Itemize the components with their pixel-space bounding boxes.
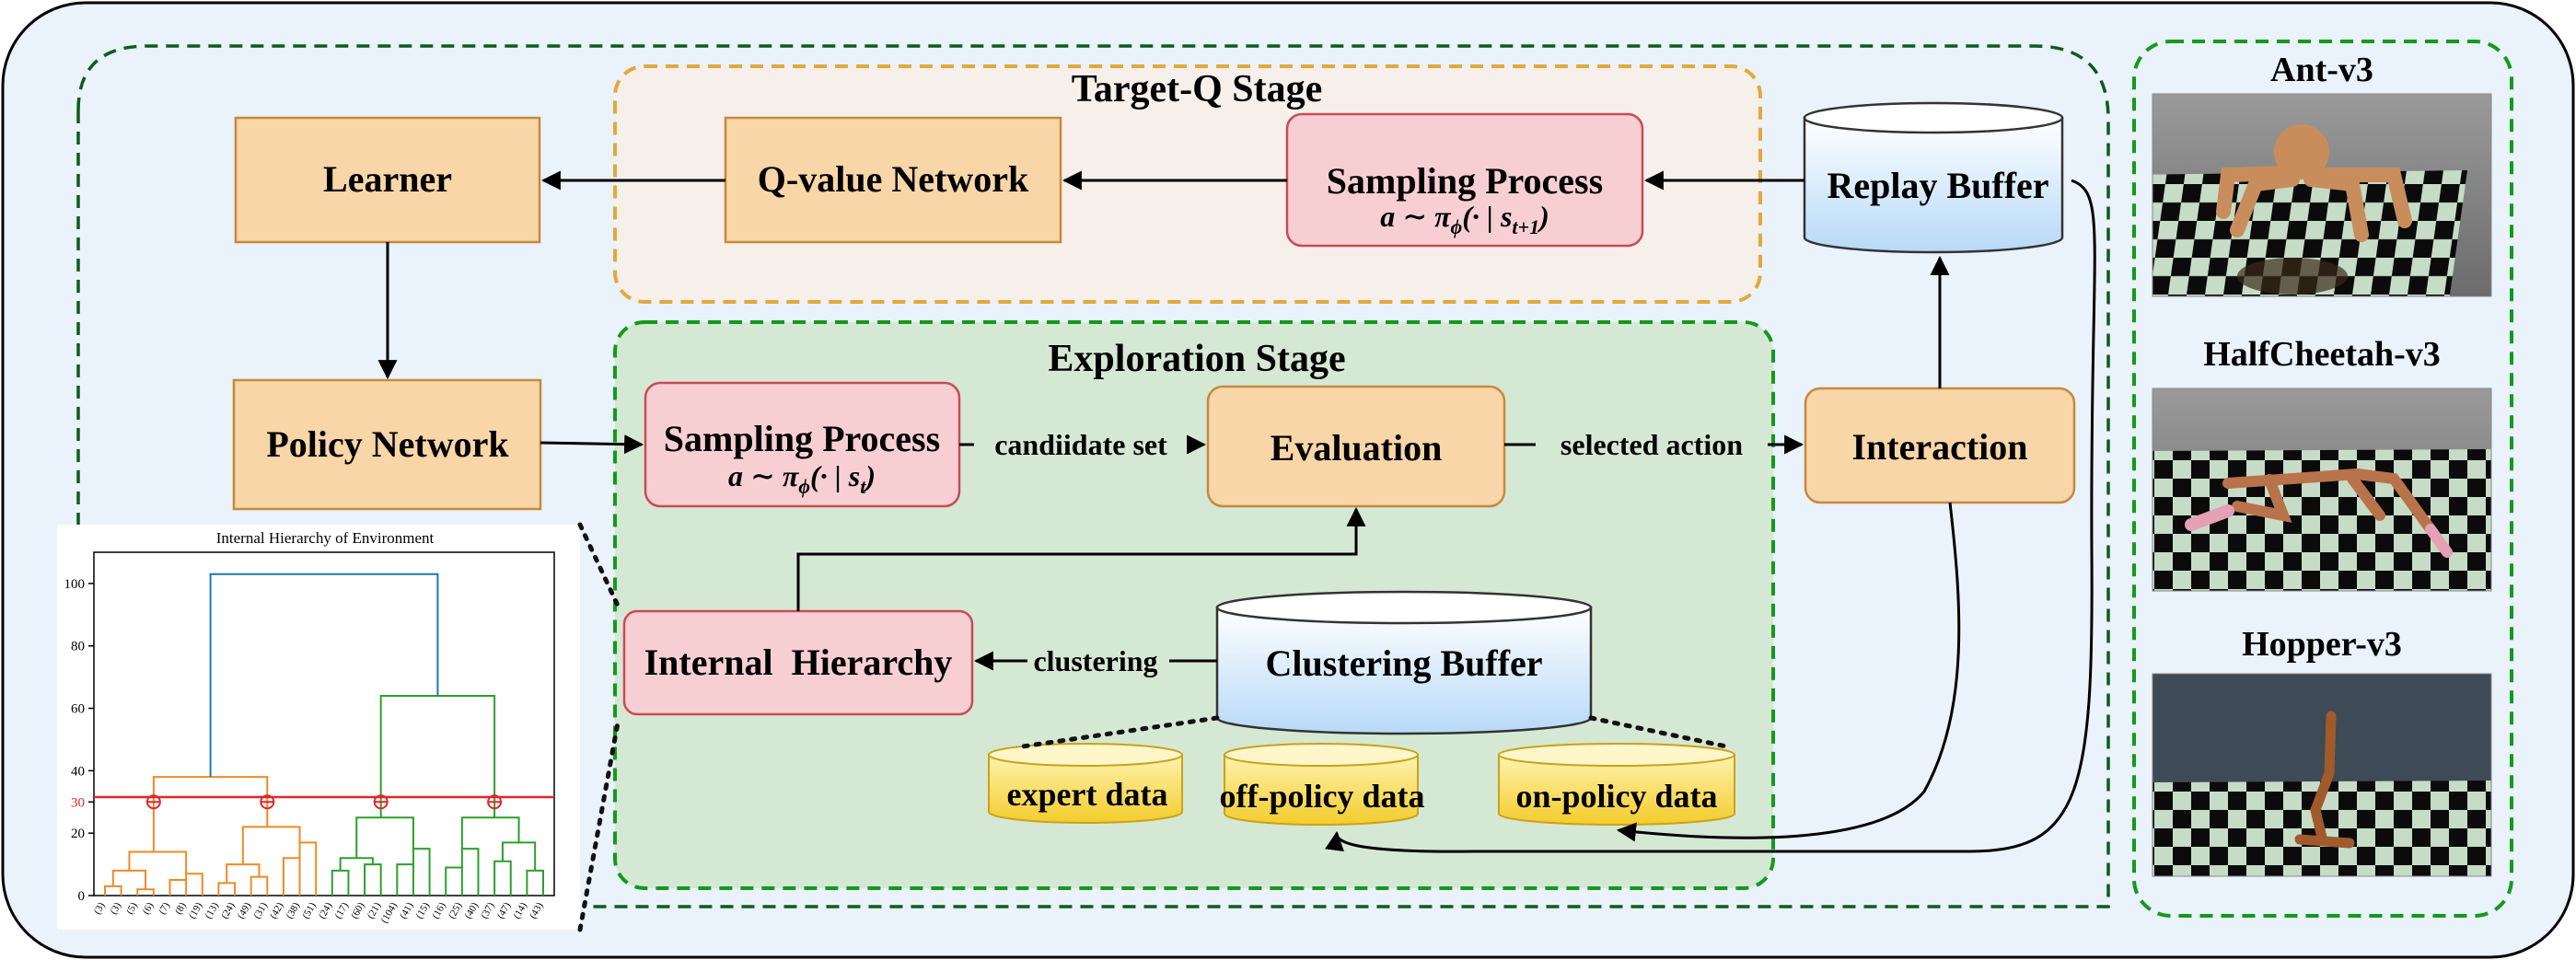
leaf-label: (6) bbox=[141, 900, 157, 916]
env-title-ant: Ant-v3 bbox=[2270, 51, 2373, 89]
leaf-label: (3) bbox=[92, 900, 108, 916]
dotted-link-on-policy bbox=[1588, 715, 1734, 750]
policy-network-box bbox=[232, 378, 542, 511]
off-policy-data-label: off-policy data bbox=[1220, 778, 1425, 815]
hopper-render-frame bbox=[2152, 673, 2492, 877]
dendrogram-link bbox=[412, 848, 431, 896]
y-tick-label: 0 bbox=[78, 889, 86, 904]
dendrogram-link bbox=[460, 816, 520, 850]
dendrogram-y-ticks: 0 20 30 40 60 80 100 bbox=[64, 577, 94, 904]
exploration-stage-title: Exploration Stage bbox=[1048, 338, 1345, 380]
clustering-buffer-cylinder bbox=[1215, 590, 1593, 735]
dendrogram-dotted-pointer-bottom bbox=[577, 715, 621, 932]
evaluation-label: Evaluation bbox=[1271, 427, 1443, 468]
env-title-hopper: Hopper-v3 bbox=[2242, 625, 2402, 664]
sampling-process-target-formula: a ∼ πϕ(· | st+1) bbox=[1380, 200, 1549, 238]
leaf-label: (5) bbox=[124, 900, 140, 916]
dendrogram-link bbox=[241, 826, 301, 865]
dendrogram-link bbox=[460, 848, 480, 896]
y-tick-label: 100 bbox=[64, 577, 86, 592]
sampling-process-explore-formula: a ∼ πϕ(· | st) bbox=[728, 459, 876, 498]
framework-border bbox=[76, 44, 2110, 908]
dendrogram-link bbox=[396, 863, 414, 896]
dendrogram-axes bbox=[93, 551, 555, 896]
internal-hierarchy-label: Internal Hierarchy bbox=[644, 642, 953, 683]
y-tick-label: 60 bbox=[71, 702, 85, 717]
dendrogram-link bbox=[501, 841, 537, 871]
replay-buffer-cylinder bbox=[1803, 101, 2064, 254]
dendrogram-link bbox=[445, 866, 463, 896]
q-value-network-label: Q-value Network bbox=[758, 158, 1029, 200]
replay-buffer-label: Replay Buffer bbox=[1827, 165, 2048, 206]
dendrogram-link bbox=[209, 573, 439, 778]
interaction-label: Interaction bbox=[1851, 426, 2027, 468]
dendrogram-title: Internal Hierarchy of Environment bbox=[216, 529, 435, 547]
dendrogram-link bbox=[526, 869, 544, 896]
dendrogram-link bbox=[168, 879, 188, 896]
dendrogram-link bbox=[111, 869, 147, 890]
dendrogram-link bbox=[249, 875, 269, 896]
q-value-network-box bbox=[724, 116, 1062, 244]
policy-network-label: Policy Network bbox=[266, 423, 509, 465]
y-tick-label: 20 bbox=[71, 827, 85, 841]
selected-action-label: selected action bbox=[1561, 428, 1743, 461]
dendrogram-link bbox=[185, 873, 203, 896]
dendrogram-link bbox=[128, 850, 188, 874]
env-title-halfcheetah: HalfCheetah-v3 bbox=[2203, 335, 2441, 374]
dotted-link-expert bbox=[1014, 715, 1220, 750]
learner-box bbox=[234, 116, 541, 244]
ant-render-frame bbox=[2152, 93, 2492, 297]
hopper-robot-render bbox=[2152, 674, 2491, 876]
expert-data-label: expert data bbox=[1007, 776, 1168, 813]
clustering-buffer-label: Clustering Buffer bbox=[1265, 642, 1542, 684]
dendrogram-cut-points bbox=[145, 794, 503, 810]
arrows bbox=[377, 170, 2096, 853]
y-tick-label: 80 bbox=[71, 640, 85, 654]
dendrogram-link bbox=[282, 857, 301, 896]
dendrogram-link bbox=[379, 694, 496, 818]
dendrogram-dotted-pointer-top bbox=[577, 522, 621, 610]
dendrogram-link bbox=[364, 863, 382, 896]
dendrogram-links bbox=[104, 573, 544, 896]
clustering-label: clustering bbox=[1033, 644, 1157, 677]
dendrogram-link bbox=[331, 869, 350, 896]
dendrogram-inset: Internal Hierarchy of Environment 0 20 30 4… bbox=[57, 522, 621, 932]
dendrogram-link bbox=[298, 841, 318, 896]
learner-label: Learner bbox=[323, 158, 452, 200]
off-policy-data-cylinder bbox=[1224, 743, 1419, 826]
dendrogram-link bbox=[355, 816, 414, 859]
leaf-label: (3) bbox=[108, 900, 123, 916]
expert-data-cylinder bbox=[988, 743, 1183, 824]
evaluation-box bbox=[1206, 385, 1506, 508]
dendrogram-link bbox=[226, 863, 261, 884]
target-q-stage-title: Target-Q Stage bbox=[1072, 68, 1323, 110]
sampling-process-target-title: Sampling Process bbox=[1327, 160, 1603, 202]
candidate-set-label: candiidate set bbox=[994, 428, 1167, 461]
halfcheetah-robot-render bbox=[2152, 388, 2491, 591]
on-policy-data-label: on-policy data bbox=[1515, 778, 1717, 815]
leaf-label: (8) bbox=[173, 900, 189, 916]
ant-robot-render bbox=[2152, 94, 2491, 296]
environment-panel bbox=[2132, 40, 2513, 918]
y-tick-label: 30 bbox=[71, 795, 85, 810]
leaf-label: (7) bbox=[157, 900, 172, 916]
halfcheetah-render-frame bbox=[2152, 387, 2492, 592]
sampling-process-explore-title: Sampling Process bbox=[664, 418, 940, 459]
y-tick-label: 40 bbox=[71, 764, 85, 779]
